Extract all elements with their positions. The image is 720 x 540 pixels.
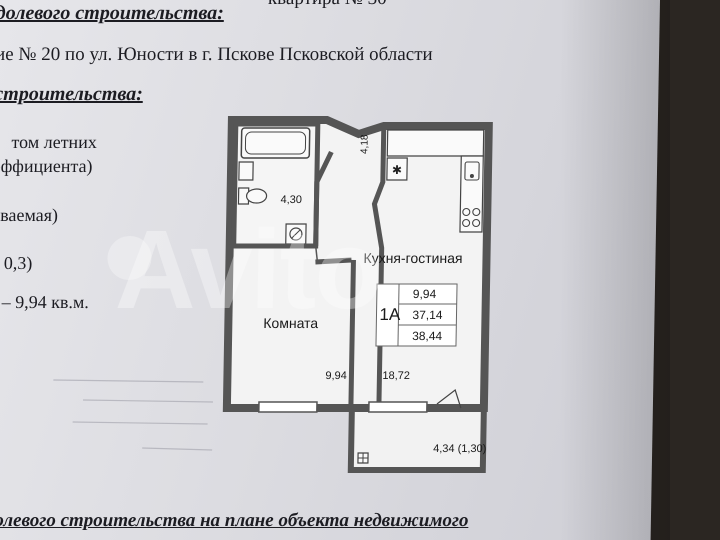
- room-wall: [229, 243, 356, 408]
- note-line-1: том летних: [11, 132, 97, 152]
- floor-plan: ✱: [222, 116, 493, 473]
- page-edge-shadow: [560, 0, 670, 540]
- note-line-2: эффициента): [0, 156, 93, 176]
- toilet: [237, 187, 268, 205]
- section-heading-1: долевого строительства:: [0, 2, 225, 24]
- bathtub: [240, 127, 311, 159]
- section-heading-2: строительства:: [0, 83, 144, 105]
- kitchen-counter: [386, 129, 485, 233]
- avito-watermark: Avito: [114, 207, 383, 332]
- kitchen-area-label: 18,72: [382, 370, 411, 382]
- address-line: ие № 20 по ул. Юности в г. Пскове Псковс…: [0, 44, 433, 65]
- footer-heading: долевого строительства на плане объекта …: [0, 510, 469, 531]
- boiler: [386, 157, 408, 181]
- hall-door-swing: [314, 203, 383, 263]
- note-line-4: - 0,3): [0, 253, 33, 273]
- living-area-value: 9,94: [412, 287, 437, 301]
- sink: [238, 161, 254, 181]
- svg-text:✱: ✱: [392, 163, 402, 177]
- total-area-value: 37,14: [412, 308, 443, 322]
- area-summary-box: [375, 283, 458, 347]
- apartment-number-text: квартира № 30: [268, 0, 387, 10]
- balcony-area-label: 4,34 (1,30): [433, 443, 487, 455]
- note-line-3: аваемая): [0, 205, 59, 225]
- room-area-label: 9,94: [325, 370, 347, 382]
- apartment-type-label: 1А: [379, 305, 401, 324]
- windows: [258, 401, 428, 413]
- document-sheet: долевого строительства: квартира № 30 ие…: [0, 0, 660, 540]
- balcony-vent: [357, 452, 369, 464]
- balcony-door-swing: [436, 389, 462, 409]
- note-line-5: , – 9,94 кв.м.: [0, 292, 90, 312]
- hall-area-label: 4,18: [359, 134, 371, 154]
- total-area-with-balcony-value: 38,44: [412, 329, 443, 343]
- balcony: [347, 405, 487, 473]
- faint-printed-lines: [53, 379, 214, 451]
